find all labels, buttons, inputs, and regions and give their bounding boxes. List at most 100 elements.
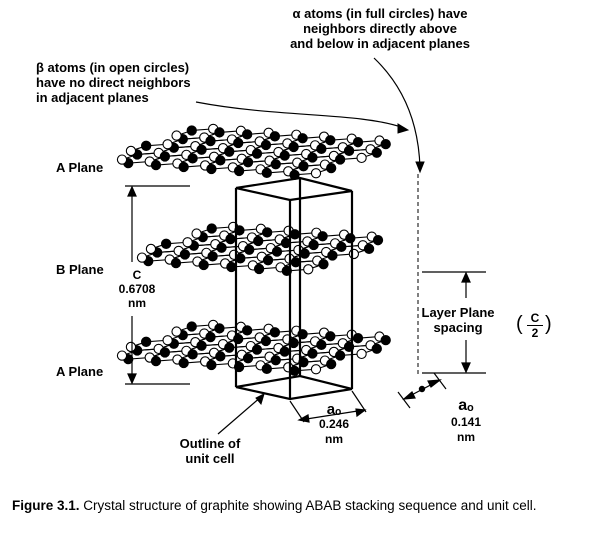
alpha-atom — [271, 246, 283, 257]
alpha-atom — [325, 331, 336, 342]
graphite-diagram — [116, 57, 486, 435]
alpha-atom — [343, 145, 355, 156]
alpha-atom — [206, 163, 217, 175]
alpha-atom — [298, 357, 309, 368]
alpha-atom — [279, 346, 290, 357]
alpha-atom — [150, 355, 162, 367]
alpha-atom — [336, 241, 347, 253]
alpha-atom — [251, 344, 263, 355]
alpha-atom — [334, 154, 346, 165]
caption-text: Crystal structure of graphite showing AB… — [83, 498, 537, 513]
alpha-atom — [179, 249, 191, 260]
alpha-atom — [207, 251, 218, 262]
alpha-atom — [288, 141, 299, 153]
alpha-atom — [253, 235, 264, 247]
alpha-atom — [289, 365, 300, 376]
beta-atom — [116, 154, 128, 165]
layer-spacing-line-1: Layer Plane — [421, 305, 495, 320]
beta-atom — [356, 152, 367, 164]
alpha-atom — [270, 159, 281, 170]
beta-atom — [136, 252, 148, 263]
unit-cell-pointer — [217, 395, 263, 435]
alpha-atom — [372, 235, 384, 246]
alpha-atom — [196, 144, 207, 155]
alpha-atom — [242, 325, 253, 336]
alpha-atom — [187, 349, 198, 360]
alpha-atom — [380, 138, 391, 150]
alpha-atom — [242, 129, 253, 140]
beta-note-line-3: in adjacent planes — [36, 90, 149, 105]
alpha-atom — [260, 335, 272, 347]
annotations — [125, 57, 486, 435]
beta-atom — [182, 237, 193, 248]
layer-spacing-label: Layer Plane spacing — [422, 305, 495, 335]
alpha-atom — [317, 231, 328, 242]
alpha-atom — [253, 263, 265, 275]
alpha-atom — [186, 125, 197, 136]
alpha-atom — [308, 239, 319, 251]
alpha-atom — [170, 257, 182, 269]
a0-lattice-dimension — [289, 390, 367, 423]
alpha-note-line-2: neighbors directly above — [303, 21, 457, 36]
beta-atom — [171, 130, 182, 141]
alpha-atom — [261, 167, 272, 179]
beta-atom — [348, 248, 360, 260]
alpha-atom — [235, 253, 246, 264]
alpha-atom — [159, 347, 171, 358]
alpha-atom — [226, 261, 237, 273]
beta-atom — [162, 335, 173, 346]
beta-atom — [191, 228, 202, 239]
alpha-atom — [242, 353, 254, 364]
unit-cell-outline — [234, 176, 354, 401]
fraction-denominator: 2 — [531, 326, 539, 340]
beta-pointer — [195, 101, 405, 129]
a0-bond-symbol: aₒ — [458, 397, 474, 414]
unit-cell-line-2: unit cell — [185, 451, 235, 466]
alpha-atom — [363, 243, 375, 254]
alpha-atom — [316, 339, 327, 351]
alpha-atom — [345, 233, 356, 244]
alpha-atom — [327, 250, 338, 261]
fraction-c-over-2: C 2 — [527, 311, 543, 340]
plane-label-a-top: A Plane — [56, 160, 104, 175]
alpha-atom — [298, 161, 309, 172]
layer-spacing-dimension — [422, 271, 486, 374]
a0-bond-dimension — [397, 372, 447, 409]
c-unit: nm — [127, 296, 146, 310]
alpha-atom — [289, 229, 301, 240]
beta-atom — [116, 350, 128, 361]
a0-bond-unit: nm — [457, 430, 475, 444]
beta-atom — [145, 243, 157, 255]
beta-atom — [356, 348, 367, 360]
alpha-atom — [269, 131, 281, 142]
beta-atom — [310, 364, 322, 375]
alpha-atom — [216, 242, 227, 253]
alpha-atom — [261, 363, 272, 375]
alpha-atom — [352, 137, 364, 148]
a0-lattice-symbol: aₒ — [326, 401, 342, 418]
alpha-atom — [224, 342, 235, 353]
figure-caption: Figure 3.1. Crystal structure of graphit… — [12, 497, 580, 514]
alpha-atom — [140, 336, 152, 347]
c-dimension-label: C 0.6708 nm — [119, 268, 156, 310]
alpha-note-line-3: and below in adjacent planes — [290, 36, 470, 51]
alpha-atom — [270, 355, 281, 366]
alpha-atom — [178, 161, 189, 173]
alpha-atom — [269, 327, 281, 338]
alpha-atom — [279, 150, 290, 161]
alpha-atom — [371, 147, 382, 158]
beta-atom — [171, 326, 182, 337]
alpha-atom — [307, 152, 318, 163]
beta-atom — [303, 264, 314, 275]
paren-open: ( — [516, 313, 523, 335]
alpha-atom — [233, 137, 244, 149]
alpha-atom — [160, 238, 172, 249]
alpha-atom — [159, 151, 171, 162]
a0-lattice-unit: nm — [325, 432, 343, 446]
alpha-atom — [234, 225, 245, 236]
paren-close: ) — [545, 313, 552, 335]
alpha-atom — [299, 248, 310, 259]
alpha-atom — [262, 255, 274, 266]
alpha-atom — [215, 351, 226, 362]
